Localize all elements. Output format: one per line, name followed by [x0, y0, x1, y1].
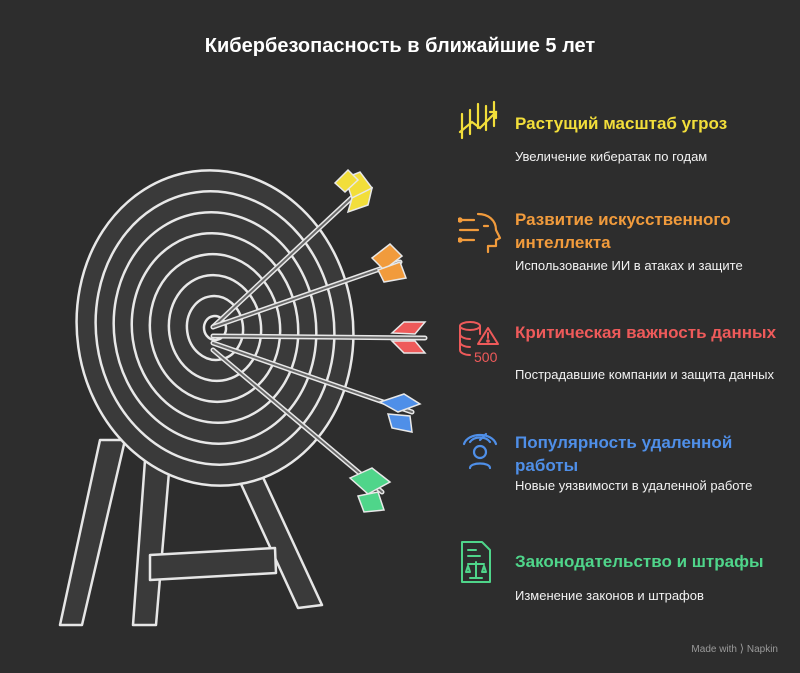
- legal-document-icon: [461, 541, 491, 583]
- item-description: Пострадавшие компании и защита данных: [515, 367, 775, 382]
- arrows: [210, 168, 428, 513]
- item-title: Законодательство и штрафы: [515, 552, 764, 571]
- item-title: Развитие искусственного интеллекта: [515, 210, 731, 252]
- growth-chart-icon: [458, 100, 498, 140]
- footer-credit: Made with ⟩ Napkin: [691, 642, 778, 655]
- item-description: Изменение законов и штрафов: [515, 588, 704, 603]
- orange-arrow: [210, 243, 408, 330]
- item-title: Растущий масштаб угроз: [515, 114, 728, 133]
- item-description: Увеличение кибератак по годам: [515, 149, 708, 164]
- item-title: Популярность удаленной работы: [515, 433, 733, 475]
- page-title: Кибербезопасность в ближайшие 5 лет: [204, 35, 596, 57]
- footer-brand: Napkin: [746, 644, 778, 655]
- ai-head-icon: [458, 212, 502, 254]
- napkin-logo-icon: ⟩: [739, 643, 745, 655]
- item-title: Критическая важность данных: [515, 323, 777, 342]
- yellow-arrow: [210, 168, 374, 330]
- database-warning-icon: 500: [459, 321, 499, 364]
- blue-arrow: [210, 340, 422, 433]
- red-arrow: [210, 321, 428, 354]
- svg-text:500: 500: [474, 349, 498, 364]
- remote-worker-icon: [462, 432, 498, 470]
- footer-text: Made with: [691, 644, 737, 655]
- green-arrow: [210, 347, 392, 513]
- item-description: Использование ИИ в атаках и защите: [515, 258, 743, 273]
- item-description: Новые уязвимости в удаленной работе: [515, 478, 753, 493]
